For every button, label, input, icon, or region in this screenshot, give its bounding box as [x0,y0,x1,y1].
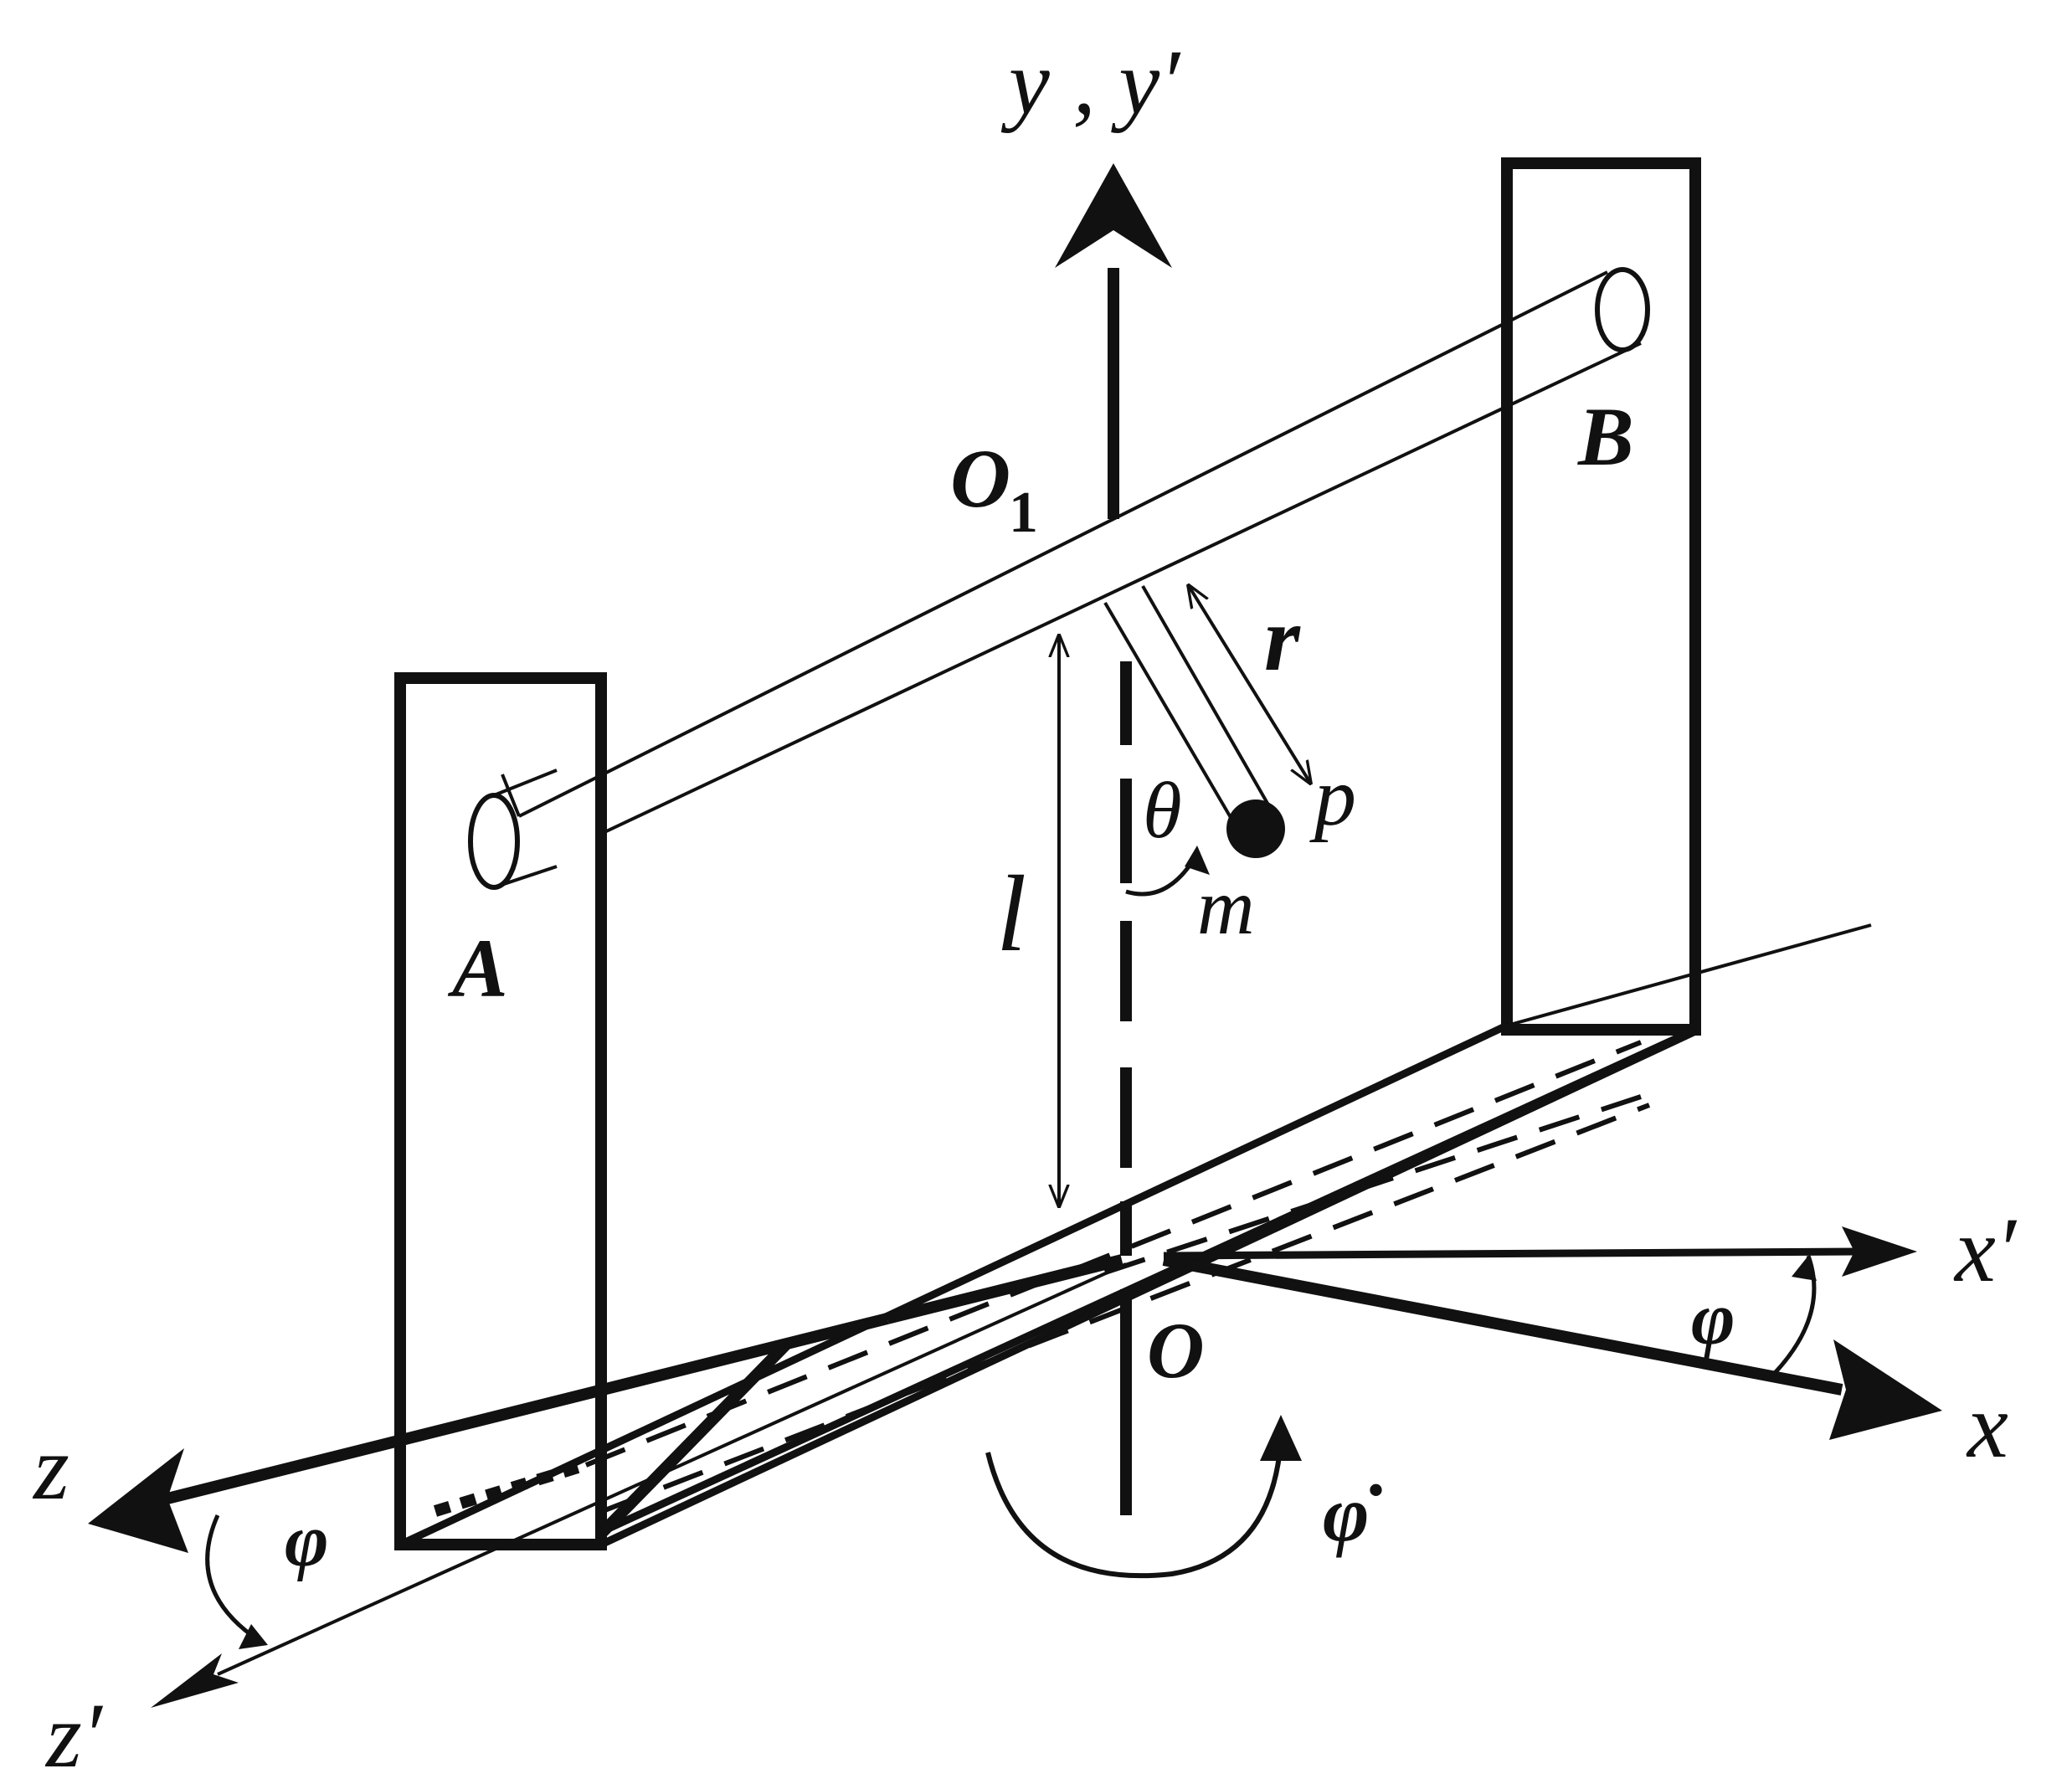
label-theta: θ [1143,766,1182,855]
label-b: B [1577,390,1634,483]
label-phi-dot: φ̇ [1323,1469,1382,1558]
label-z: z [32,1416,69,1519]
x-axis [1162,1254,1942,1440]
rotation-arc-arrowhead [1260,1415,1302,1461]
rod-end-a [468,793,520,890]
label-z-prime: z′ [44,1684,104,1784]
z-axis [88,1254,1123,1553]
phi-arc-right-arrowhead [1792,1256,1817,1281]
phi-arc-left-arrowhead [239,1624,268,1649]
support-b [1501,157,1701,1036]
theta-arc [1125,852,1200,897]
label-o1-subscript: 1 [1009,481,1038,545]
label-phi-right: φ [1691,1278,1735,1360]
label-o1: O [950,432,1010,525]
label-m: m [1197,862,1255,951]
z-prime-axis [151,1262,1127,1708]
y-axis-arrowhead [1055,163,1172,268]
y-axis [1055,163,1172,519]
label-o: O [1147,1306,1205,1395]
pendulum [1103,585,1285,858]
label-x: x [1966,1375,2008,1477]
r-dimension-arrow [1189,586,1310,783]
vertical-dashed-axis [1120,260,1512,1515]
theta-arrowhead [1185,846,1210,875]
support-a [394,672,607,1550]
phi-arc-left [205,1514,261,1643]
label-l: l [996,854,1026,974]
label-a: A [447,922,508,1015]
label-phi-left: φ [285,1499,329,1582]
label-x-prime: x′ [1953,1199,2018,1301]
label-y-axis: y , y′ [1000,31,1181,133]
x-prime-axis [1163,1226,1917,1277]
label-p: p [1309,750,1356,843]
base-beam [398,923,1872,1549]
pendulum-mass [1226,799,1285,858]
label-r: r [1264,588,1301,690]
rotation-arc [985,1439,1283,1579]
rod-end-b [1595,267,1650,352]
rod-ab [468,267,1650,890]
